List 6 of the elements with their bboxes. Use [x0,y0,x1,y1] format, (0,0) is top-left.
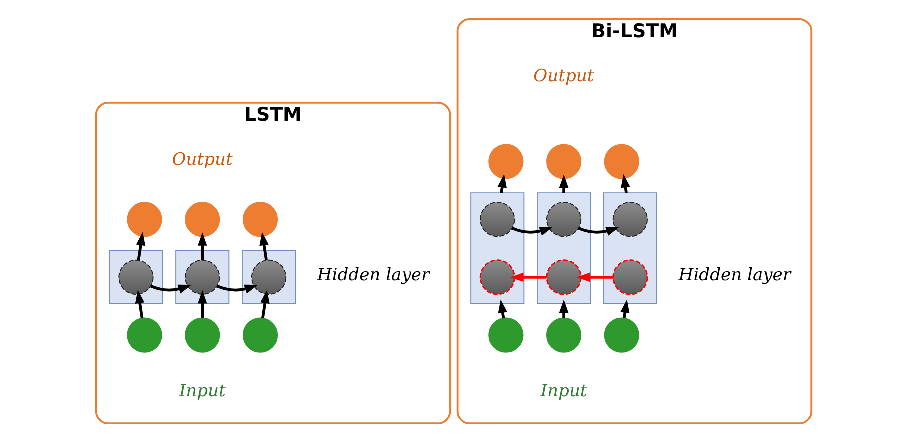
label: Output [172,150,232,170]
label: Hidden layer [316,266,430,286]
label: Input [178,381,226,402]
label: Hidden layer [678,266,791,286]
label: Output [533,66,594,86]
label: Input [540,381,587,402]
